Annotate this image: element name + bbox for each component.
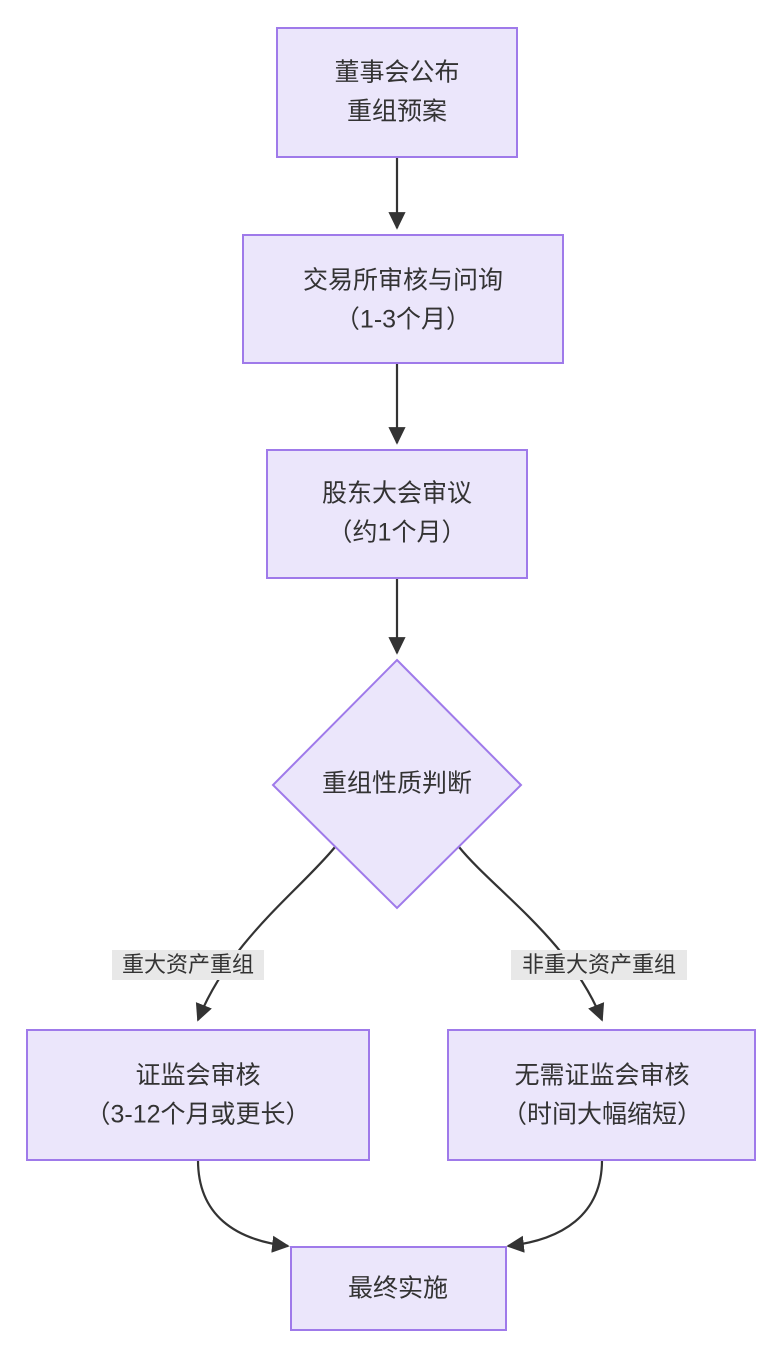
node-no-csrc-review-line2: （时间大幅缩短） <box>502 1101 702 1129</box>
edge-nature-decision-to-csrc-review <box>195 846 336 1022</box>
node-no-csrc-review-line1: 无需证监会审核 <box>514 1062 689 1090</box>
node-csrc-review-line1: 证监会审核 <box>135 1062 260 1090</box>
node-exchange-review-line1: 交易所审核与问询 <box>303 267 503 295</box>
node-board-announce[interactable]: 董事会公布 重组预案 <box>276 27 518 158</box>
node-exchange-review-shape <box>242 234 564 364</box>
node-csrc-review[interactable]: 证监会审核 （3-12个月或更长） <box>26 1029 370 1161</box>
edge-label-non-major-restructuring-text: 非重大资产重组 <box>522 952 676 977</box>
node-shareholder-meeting-line2: （约1个月） <box>328 519 467 547</box>
node-nature-decision-shape <box>271 658 523 910</box>
node-final-implementation[interactable]: 最终实施 <box>290 1246 507 1331</box>
node-no-csrc-review-shape <box>447 1029 756 1161</box>
edge-label-major-restructuring: 重大资产重组 <box>112 950 264 980</box>
node-nature-decision-line1: 重组性质判断 <box>322 770 472 798</box>
edge-label-major-restructuring-bg <box>112 950 264 980</box>
node-exchange-review-line2: （1-3个月） <box>335 306 471 334</box>
node-board-announce-shape <box>276 27 518 158</box>
edge-nature-decision-to-no-csrc-review <box>458 846 605 1022</box>
node-final-implementation-line1: 最终实施 <box>348 1275 448 1303</box>
node-shareholder-meeting-line1: 股东大会审议 <box>322 480 472 508</box>
node-shareholder-meeting-shape <box>266 449 528 579</box>
edge-group <box>195 157 605 1253</box>
edge-csrc-review-to-final-implementation <box>196 1159 290 1253</box>
node-exchange-review[interactable]: 交易所审核与问询 （1-3个月） <box>242 234 564 364</box>
node-final-implementation-shape <box>290 1246 507 1331</box>
edge-label-non-major-restructuring: 非重大资产重组 <box>511 950 687 980</box>
node-nature-decision[interactable]: 重组性质判断 <box>271 658 523 910</box>
node-no-csrc-review[interactable]: 无需证监会审核 （时间大幅缩短） <box>447 1029 756 1161</box>
node-board-announce-line2: 重组预案 <box>347 98 447 126</box>
edge-label-major-restructuring-text: 重大资产重组 <box>122 952 254 977</box>
edge-no-csrc-review-to-final-implementation <box>506 1159 604 1253</box>
node-csrc-review-shape <box>26 1029 370 1161</box>
node-board-announce-line1: 董事会公布 <box>334 59 459 87</box>
edge-label-non-major-restructuring-bg <box>511 950 687 980</box>
node-shareholder-meeting[interactable]: 股东大会审议 （约1个月） <box>266 449 528 579</box>
node-csrc-review-line2: （3-12个月或更长） <box>85 1101 310 1129</box>
